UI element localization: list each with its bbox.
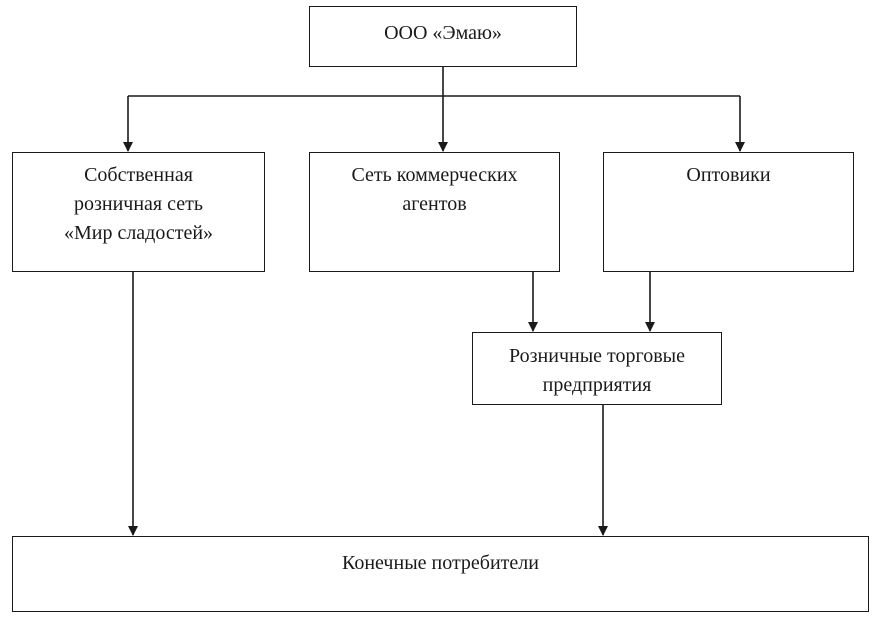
node-commercial-agents: Сеть коммерческих агентов <box>309 152 560 272</box>
node-own-retail-network: Собственная розничная сеть «Мир сладосте… <box>12 152 265 272</box>
node-company: ООО «Эмаю» <box>309 6 577 67</box>
node-retail-enterprises: Розничные торговые предприятия <box>472 332 722 405</box>
node-agents-line-2: агентов <box>402 193 467 215</box>
node-agents-line-1: Сеть коммерческих <box>351 164 518 186</box>
node-end-consumers-label: Конечные потребители <box>342 552 539 574</box>
node-end-consumers: Конечные потребители <box>12 536 869 612</box>
node-retail-enterprises-line-2: предприятия <box>542 374 652 396</box>
node-wholesalers-label: Оптовики <box>686 164 771 186</box>
node-company-label: ООО «Эмаю» <box>384 22 502 44</box>
node-own-retail-line-1: Собственная <box>84 164 193 186</box>
node-own-retail-line-3: «Мир сладостей» <box>63 222 214 244</box>
node-wholesalers: Оптовики <box>603 152 854 272</box>
node-own-retail-line-2: розничная сеть <box>73 193 203 215</box>
node-retail-enterprises-line-1: Розничные торговые <box>509 345 685 367</box>
